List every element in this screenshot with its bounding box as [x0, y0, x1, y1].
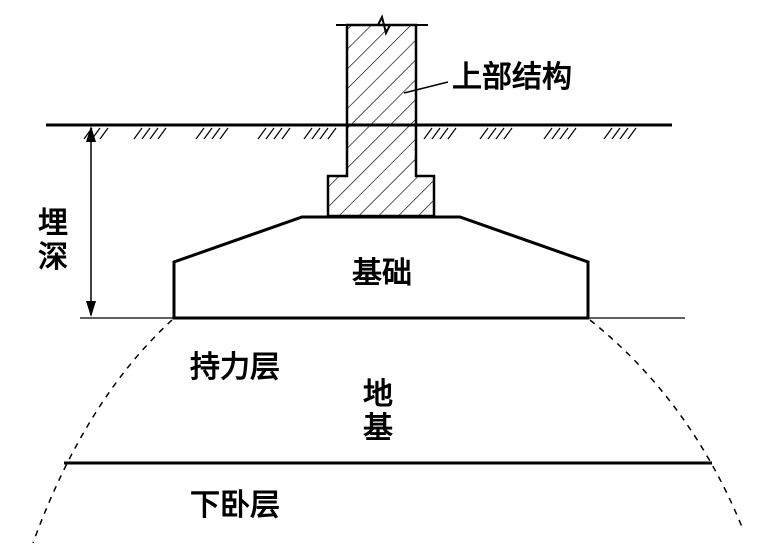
bearing-layer-label: 持力层: [190, 350, 280, 385]
dimension-arrow-top: [86, 126, 96, 142]
column-break-mark: [336, 14, 428, 36]
dimension-arrow-bottom: [86, 301, 96, 317]
foundation-label: 基础: [352, 256, 412, 291]
subgrade-label-2: 基: [363, 411, 393, 446]
underlying-layer-label: 下卧层: [190, 488, 280, 523]
upper-structure-label: 上部结构: [452, 60, 572, 95]
embed-depth-label-2: 深: [38, 240, 68, 275]
influence-zone-right-dashed: [589, 319, 743, 528]
upper-structure-leader: [403, 81, 449, 94]
embed-depth-label-1: 埋: [38, 206, 68, 241]
column: [326, 23, 436, 218]
subgrade-label-1: 地: [363, 377, 393, 412]
soil-hatching: [83, 127, 637, 140]
influence-zone-left-dashed: [32, 319, 173, 544]
